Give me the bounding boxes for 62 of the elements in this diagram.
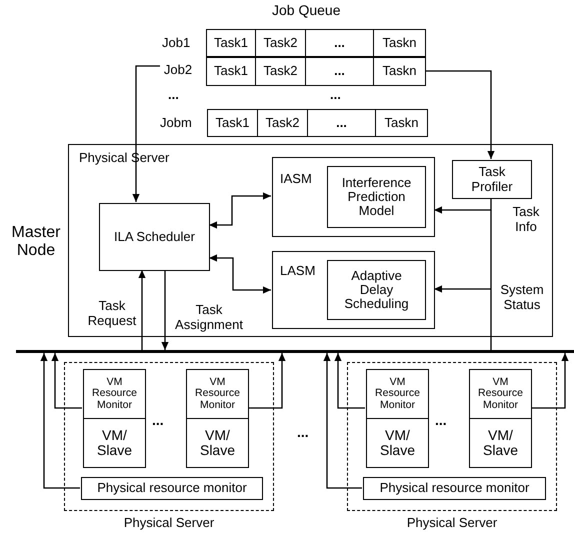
module-panel xyxy=(272,251,435,329)
monitor-box: VM Resource Monitor xyxy=(83,369,146,419)
task-cell: ... xyxy=(305,57,374,86)
monitor-box: VM Resource Monitor xyxy=(186,369,249,419)
job-name: Jobm xyxy=(160,116,192,131)
bus-line xyxy=(16,350,574,353)
vm-box: VM/ Slave xyxy=(366,418,429,468)
task-cell: Task1 xyxy=(207,109,258,137)
arrow xyxy=(40,353,80,489)
task-cell: Task2 xyxy=(255,57,306,86)
ellipsis: ... xyxy=(152,412,164,428)
arrow xyxy=(323,353,362,489)
arrow xyxy=(248,353,286,409)
panel-heading: IASM xyxy=(280,172,312,187)
arrow xyxy=(334,353,365,409)
job-name: Job1 xyxy=(162,36,190,51)
monitor-box: Physical resource monitor xyxy=(363,477,546,500)
edge-label: Task Request xyxy=(86,299,138,329)
task-cell: Task1 xyxy=(206,29,256,57)
ellipsis: ... xyxy=(330,88,341,103)
arrow xyxy=(434,209,492,350)
vm-box: VM/ Slave xyxy=(83,418,146,468)
arrow xyxy=(209,254,271,294)
task-cell: ... xyxy=(307,109,376,137)
edge-label: System Status xyxy=(499,283,545,313)
arrow xyxy=(209,192,271,229)
arrow xyxy=(51,353,82,409)
monitor-box: Physical resource monitor xyxy=(81,477,263,500)
arrow xyxy=(426,70,495,159)
vm-box: VM/ Slave xyxy=(186,418,249,468)
profiler-box: Task Profiler xyxy=(452,160,532,199)
arrow xyxy=(434,198,492,214)
panel-heading: Physical Server xyxy=(406,516,498,531)
monitor-box: VM Resource Monitor xyxy=(366,369,429,419)
task-cell: Task2 xyxy=(257,109,308,137)
scheduling-box: Adaptive Delay Scheduling xyxy=(327,260,426,320)
box: Taskn xyxy=(375,109,428,137)
ellipsis: ... xyxy=(297,424,309,440)
monitor-box: VM Resource Monitor xyxy=(469,369,532,419)
task-cell: ... xyxy=(305,29,374,57)
model-box: Interference Prediction Model xyxy=(327,166,426,228)
arrow xyxy=(161,270,169,350)
task-cell: Task1 xyxy=(206,57,256,86)
box: Taskn xyxy=(373,57,426,86)
vm-box: VM/ Slave xyxy=(469,418,532,468)
arrow xyxy=(531,353,569,409)
server-panel xyxy=(68,144,553,337)
job-name: Job2 xyxy=(160,60,196,80)
panel-heading: LASM xyxy=(280,264,316,279)
module-panel xyxy=(272,157,435,237)
arrow xyxy=(132,65,160,202)
box: Taskn xyxy=(373,29,426,57)
ellipsis: ... xyxy=(435,412,447,428)
queue-title: Job Queue xyxy=(272,2,340,18)
ellipsis: ... xyxy=(168,88,179,103)
task-cell: Task2 xyxy=(255,29,306,57)
edge-label: Task Assignment xyxy=(174,303,244,333)
node-caption: Master Node xyxy=(10,224,62,261)
edge-label: Task Info xyxy=(512,205,540,235)
scheduler-box: ILA Scheduler xyxy=(99,203,210,271)
arrow xyxy=(138,270,146,350)
panel-heading: Physical Server xyxy=(122,516,216,531)
